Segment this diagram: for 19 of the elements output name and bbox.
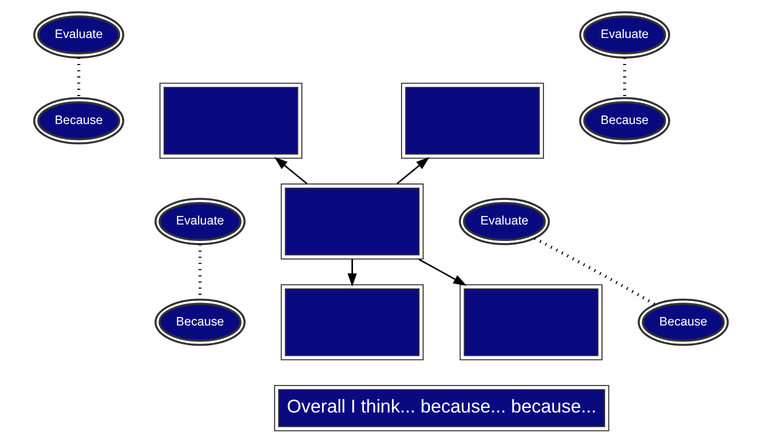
node-ellipse: Evaluate: [458, 198, 550, 246]
node-box: Overall I think... because... because...: [274, 384, 609, 432]
node-ellipse: Because: [578, 97, 670, 144]
node-ellipse: Evaluate: [32, 11, 124, 59]
node-box: [280, 183, 424, 260]
arrow: [274, 157, 307, 184]
node-box: [158, 82, 302, 159]
node-ellipse: Evaluate: [578, 11, 670, 59]
arrow: [418, 258, 466, 286]
node-box: [280, 284, 424, 360]
arrow: [396, 157, 429, 184]
node-ellipse: Because: [32, 97, 124, 144]
arrow: [347, 259, 356, 287]
connector: [533, 236, 656, 306]
node-ellipse: Evaluate: [154, 198, 246, 246]
node-box: [400, 82, 544, 159]
node-ellipse: Because: [637, 298, 728, 346]
node-ellipse: Because: [154, 298, 246, 346]
node-box: [459, 284, 602, 360]
